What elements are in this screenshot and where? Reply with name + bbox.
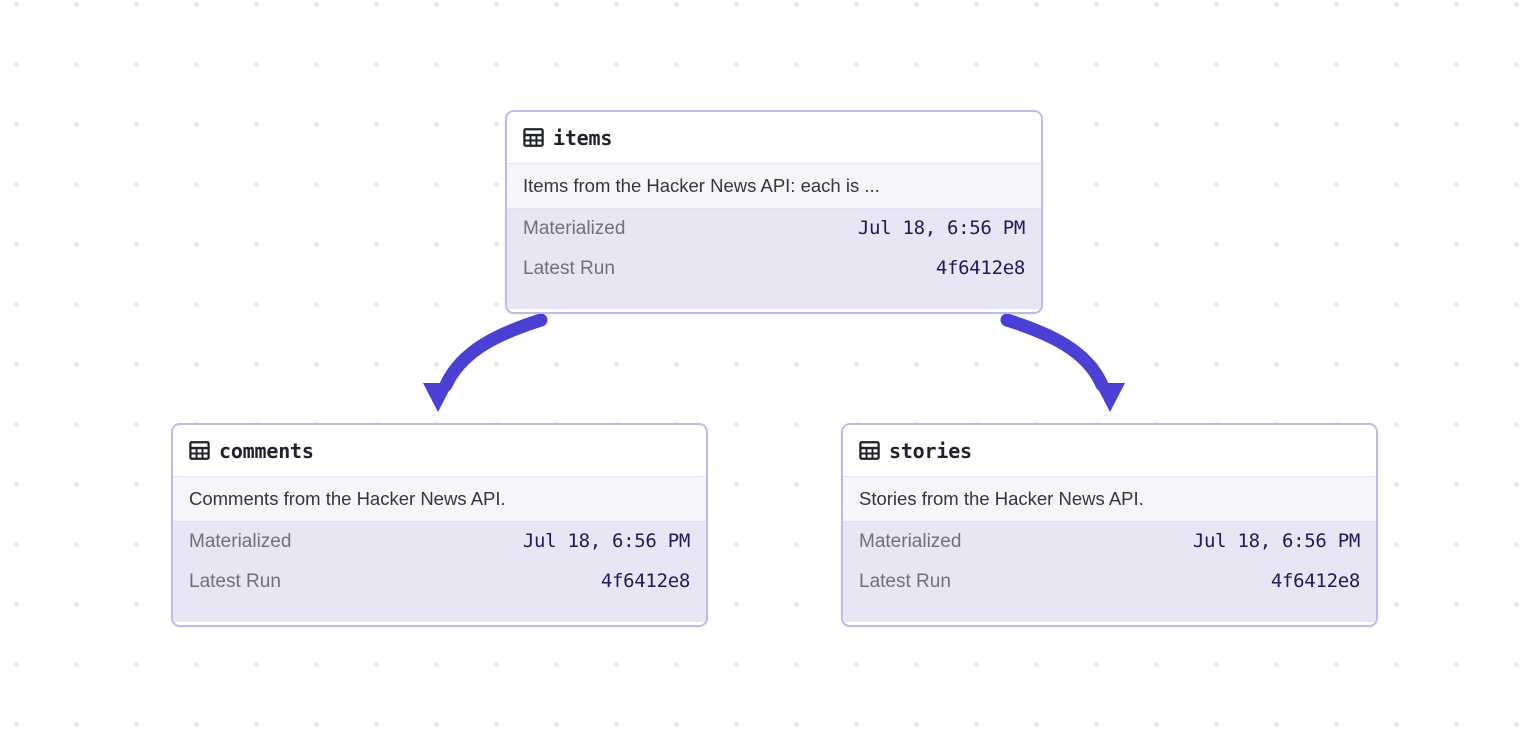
meta-label-latest-run: Latest Run [859,571,951,592]
meta-label-materialized: Materialized [189,531,292,552]
meta-row-latest-run: Latest Run 4f6412e8 [859,570,1360,610]
meta-label-latest-run: Latest Run [189,571,281,592]
arrowhead-comments [423,383,453,412]
table-icon [189,441,210,460]
edge-items-to-stories [1000,313,1125,412]
node-title: stories [889,438,972,463]
meta-label-materialized: Materialized [859,531,962,552]
arrowhead-stories [1095,383,1125,412]
node-description: Comments from the Hacker News API. [173,477,706,522]
meta-row-materialized: Materialized Jul 18, 6:56 PM [523,217,1025,257]
node-description-text: Stories from the Hacker News API. [859,487,1144,509]
node-description-text: Items from the Hacker News API: each is … [523,174,880,196]
node-header[interactable]: comments [173,425,706,477]
meta-value-latest-run[interactable]: 4f6412e8 [600,570,690,592]
meta-value-materialized: Jul 18, 6:56 PM [857,217,1025,239]
node-header[interactable]: stories [843,425,1376,477]
meta-row-latest-run: Latest Run 4f6412e8 [523,257,1025,297]
meta-value-materialized: Jul 18, 6:56 PM [1192,530,1360,552]
node-meta: Materialized Jul 18, 6:56 PM Latest Run … [173,522,706,622]
table-icon [523,128,544,147]
node-header[interactable]: items [507,112,1041,164]
meta-row-latest-run: Latest Run 4f6412e8 [189,570,690,610]
node-description-text: Comments from the Hacker News API. [189,487,506,509]
node-description: Items from the Hacker News API: each is … [507,164,1041,209]
meta-row-materialized: Materialized Jul 18, 6:56 PM [189,530,690,570]
node-description: Stories from the Hacker News API. [843,477,1376,522]
meta-value-latest-run[interactable]: 4f6412e8 [935,257,1025,279]
meta-label-materialized: Materialized [523,218,626,239]
asset-node-stories[interactable]: stories Stories from the Hacker News API… [841,423,1378,627]
meta-value-latest-run[interactable]: 4f6412e8 [1270,570,1360,592]
node-title: comments [219,438,314,463]
node-meta: Materialized Jul 18, 6:56 PM Latest Run … [843,522,1376,622]
asset-node-items[interactable]: items Items from the Hacker News API: ea… [505,110,1043,314]
asset-node-comments[interactable]: comments Comments from the Hacker News A… [171,423,708,627]
node-meta: Materialized Jul 18, 6:56 PM Latest Run … [507,209,1041,309]
meta-value-materialized: Jul 18, 6:56 PM [522,530,690,552]
table-icon [859,441,880,460]
node-title: items [553,125,613,150]
edge-items-to-comments [423,313,548,412]
meta-row-materialized: Materialized Jul 18, 6:56 PM [859,530,1360,570]
meta-label-latest-run: Latest Run [523,258,615,279]
